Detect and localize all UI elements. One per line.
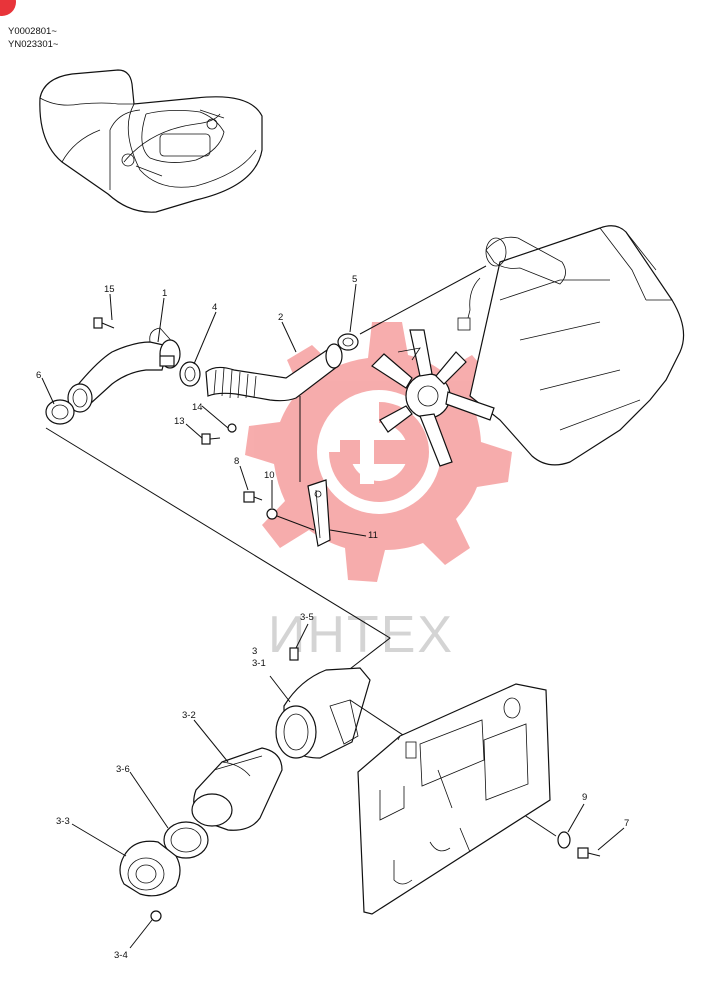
label-3-4: 3-4 — [114, 950, 128, 961]
label-3-3: 3-3 — [56, 816, 70, 827]
seal-ring-3-6 — [163, 821, 209, 859]
bolt-8 — [243, 491, 263, 503]
label-8: 8 — [234, 456, 239, 467]
bellows-hose-2 — [205, 343, 343, 402]
intake-hose-1 — [67, 327, 177, 413]
leader-lines — [41, 283, 625, 949]
bolt-15 — [93, 317, 115, 329]
clamp-5 — [337, 333, 359, 351]
label-15: 15 — [104, 284, 115, 295]
label-3: 3 — [252, 646, 257, 657]
serial-number-2: YN023301~ — [8, 39, 59, 50]
bolt-13 — [201, 433, 221, 445]
ring-4 — [179, 361, 201, 387]
filter-element-3-2 — [191, 747, 283, 831]
label-9: 9 — [582, 792, 587, 803]
mounting-plate — [357, 683, 551, 915]
bracket-11 — [299, 396, 331, 547]
label-2: 2 — [278, 312, 283, 323]
corner-badge — [0, 0, 16, 16]
label-3-2: 3-2 — [182, 710, 196, 721]
label-5: 5 — [352, 274, 357, 285]
label-3-6: 3-6 — [116, 764, 130, 775]
label-14: 14 — [192, 402, 203, 413]
nut-10 — [266, 508, 315, 531]
watermark-text: ИНТЕХ — [268, 606, 454, 664]
clamp-1 — [159, 339, 181, 369]
end-cap-3-3 — [119, 840, 181, 897]
washer-9 — [557, 831, 571, 849]
label-6: 6 — [36, 370, 41, 381]
plug-3-5 — [289, 647, 299, 661]
washer-14 — [227, 423, 237, 433]
machine-overview-illustration — [39, 69, 263, 213]
label-4: 4 — [212, 302, 217, 313]
valve-3-4 — [150, 910, 162, 922]
label-1: 1 — [162, 288, 167, 299]
label-3-1: 3-1 — [252, 658, 266, 669]
label-10: 10 — [264, 470, 275, 481]
label-13: 13 — [174, 416, 185, 427]
clamp-6 — [45, 399, 75, 425]
label-3-5: 3-5 — [300, 612, 314, 623]
bolt-7 — [577, 847, 601, 859]
serial-number-1: Y0002801~ — [8, 26, 57, 37]
label-7: 7 — [624, 818, 629, 829]
engine-illustration — [371, 225, 685, 467]
label-11: 11 — [368, 530, 378, 541]
cooling-fan — [371, 329, 495, 467]
